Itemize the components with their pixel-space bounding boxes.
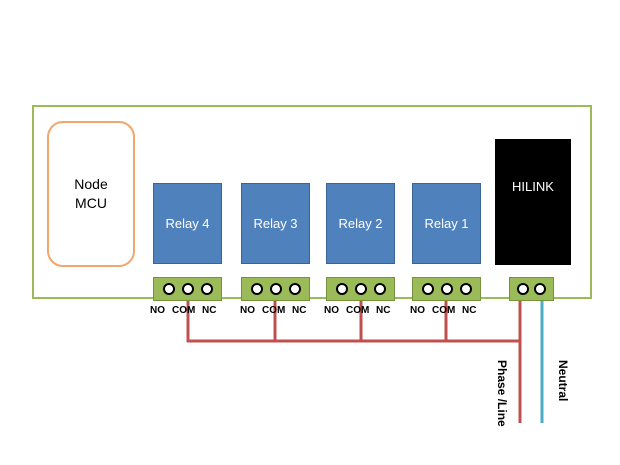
screw-terminal-com [354, 283, 367, 295]
pin-label-com: COM [262, 305, 286, 316]
phase-line-label: Phase /Line [495, 360, 509, 427]
terminal-block-relay-2 [326, 277, 395, 301]
pin-label-no: NO [150, 305, 165, 316]
relay-label: Relay 2 [338, 216, 383, 231]
nodemcu-module: Node MCU [47, 121, 135, 267]
neutral-label: Neutral [556, 360, 570, 402]
terminal-block-relay-4 [153, 277, 222, 301]
screw-terminal-no [421, 283, 434, 295]
screw-terminal-com [440, 283, 453, 295]
screw-terminal-nc [373, 283, 386, 295]
mcu-label-line1: Node [74, 176, 108, 192]
screw-terminal-nc [288, 283, 301, 295]
pin-label-nc: NC [292, 305, 307, 316]
relay-2: Relay 2 [326, 183, 395, 264]
hilink-label: HILINK [512, 178, 554, 194]
terminal-block-hilink [509, 277, 554, 301]
pin-label-no: NO [324, 305, 339, 316]
screw-terminal-com [269, 283, 282, 295]
screw-terminal-no [335, 283, 348, 295]
relay-label: Relay 1 [424, 216, 469, 231]
mcu-label-line2: MCU [75, 195, 107, 211]
relay-1: Relay 1 [412, 183, 481, 264]
relay-4: Relay 4 [153, 183, 222, 264]
screw-terminal-com [181, 283, 194, 295]
pin-label-no: NO [240, 305, 255, 316]
terminal-block-relay-1 [412, 277, 481, 301]
pin-label-nc: NC [202, 305, 217, 316]
pin-label-com: COM [346, 305, 370, 316]
relay-label: Relay 3 [253, 216, 298, 231]
screw-terminal-no [250, 283, 263, 295]
screw-terminal-nc [200, 283, 213, 295]
screw-terminal-no [162, 283, 175, 295]
relay-label: Relay 4 [165, 216, 210, 231]
relay-3: Relay 3 [241, 183, 310, 264]
pin-label-nc: NC [462, 305, 477, 316]
terminal-block-relay-3 [241, 277, 310, 301]
pin-label-com: COM [172, 305, 196, 316]
screw-terminal-nc [459, 283, 472, 295]
screw-terminal-phase [517, 283, 530, 295]
pin-label-com: COM [432, 305, 456, 316]
pin-label-no: NO [410, 305, 425, 316]
hilink-power-module: HILINK [495, 139, 571, 265]
pin-label-nc: NC [376, 305, 391, 316]
screw-terminal-neutral [533, 283, 546, 295]
